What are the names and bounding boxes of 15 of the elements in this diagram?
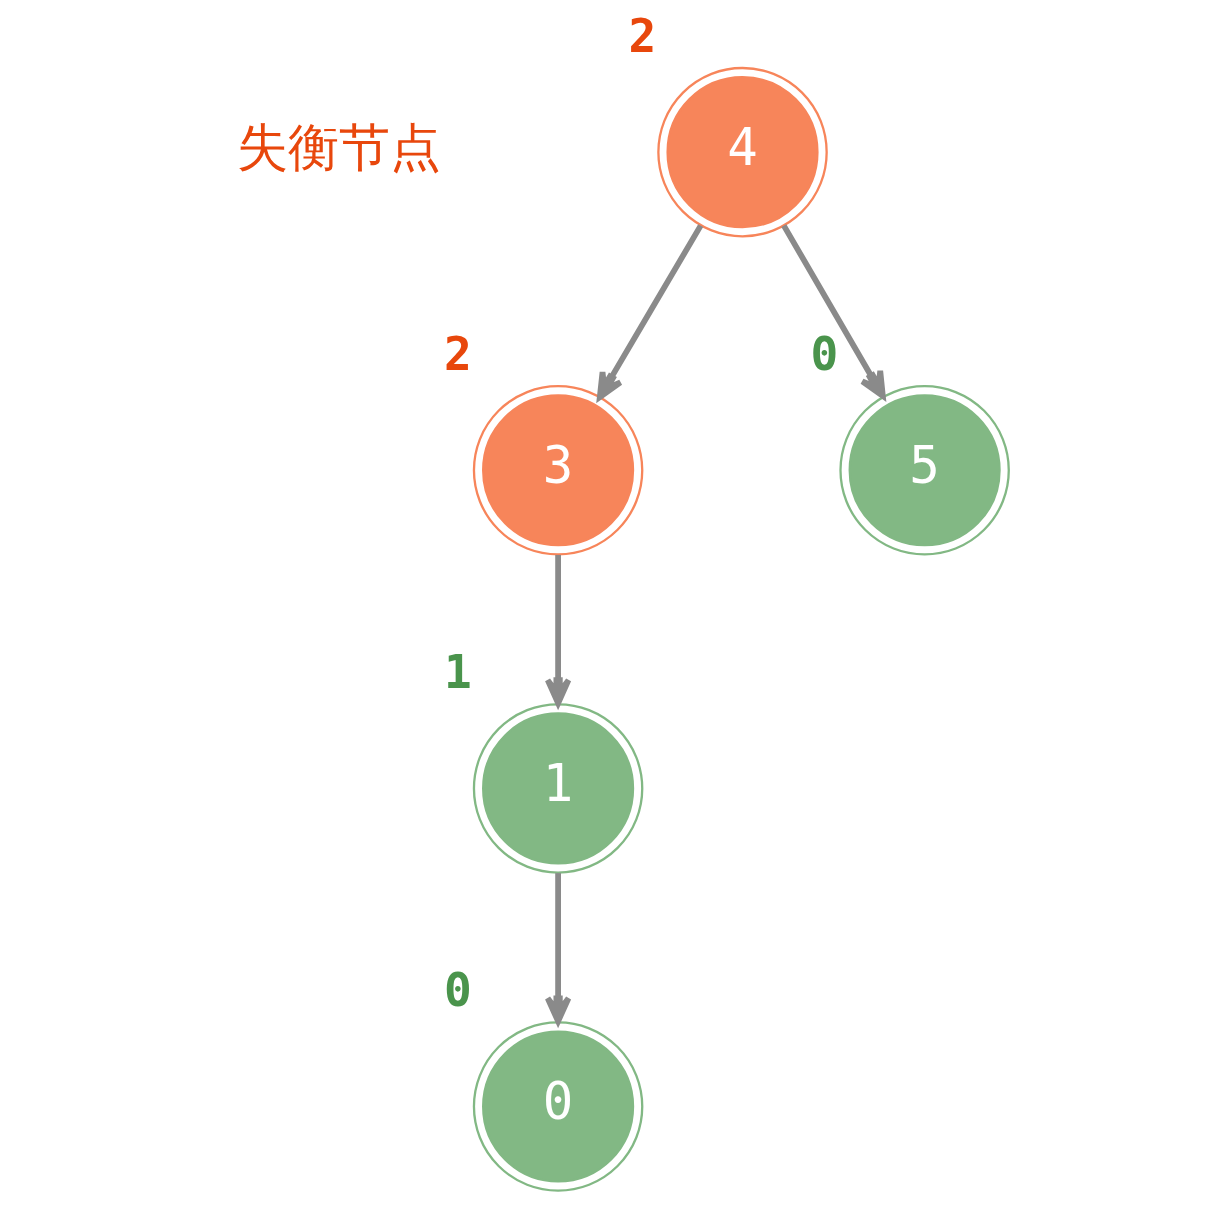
node-label: 2 [443,327,472,382]
arrow [544,873,572,1025]
node-circle: 4 [657,66,828,238]
node-label: 1 [443,645,472,700]
arrow [781,224,886,399]
node-label: 2 [628,8,657,63]
arrow [544,554,572,707]
node-circle: 1 [472,703,644,874]
node-label: 0 [443,963,472,1018]
arrow [596,224,704,400]
node-circle: 0 [472,1021,644,1192]
node-label: 0 [810,327,839,382]
label: 失衡节点 [237,118,442,178]
node-circle: 5 [839,385,1010,556]
node-circle: 3 [472,385,644,556]
